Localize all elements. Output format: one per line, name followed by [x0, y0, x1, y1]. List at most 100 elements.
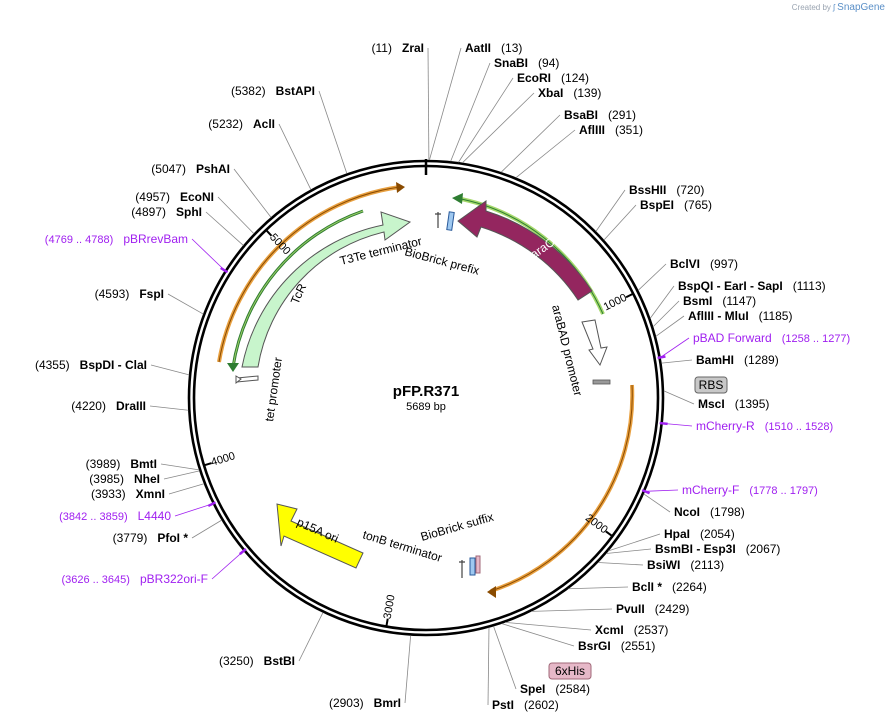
- site-position: (2602): [524, 698, 559, 712]
- site-name: DraIII: [116, 399, 146, 413]
- site-label: (3989) BmtI: [86, 457, 157, 471]
- his-mark: [475, 555, 481, 574]
- site-leader-line: [505, 622, 592, 631]
- snapgene-logo-icon: ʃ: [833, 3, 835, 12]
- site-leader-line: [501, 623, 575, 647]
- primer-label: mCherry-R (1510 .. 1528): [696, 419, 833, 433]
- site-name: BsaBI: [564, 108, 598, 122]
- site-name: XcmI: [595, 623, 624, 637]
- site-position: (291): [608, 108, 636, 122]
- site-leader-line: [663, 390, 695, 405]
- primer-mark: [238, 548, 247, 556]
- rbs-bar: [592, 379, 611, 385]
- primer-name: mCherry-F: [682, 483, 739, 497]
- site-leader-line: [429, 47, 462, 161]
- site-label: BsaBI (291): [564, 108, 636, 122]
- tonb-terminator-mark: [459, 560, 465, 578]
- site-position: (997): [710, 257, 738, 271]
- site-leader-line: [652, 300, 680, 328]
- site-position: (13): [501, 41, 522, 55]
- site-position: (4593): [95, 287, 130, 301]
- site-position: (1185): [759, 309, 793, 323]
- primer-label: mCherry-F (1778 .. 1797): [682, 483, 818, 497]
- his-badge-text: 6xHis: [555, 664, 585, 678]
- site-label: BsmBI - Esp3I (2067): [655, 542, 780, 556]
- site-label: BamHI (1289): [696, 353, 779, 367]
- site-position: (2584): [555, 682, 590, 696]
- site-leader-line: [168, 483, 205, 495]
- primer-name: L4440: [138, 509, 172, 523]
- tick-mark: [605, 530, 613, 537]
- site-position: (4957): [135, 190, 170, 204]
- site-position: (1395): [735, 397, 770, 411]
- site-label: (3250) BstBI: [219, 654, 295, 668]
- t3te-terminator-mark: [435, 212, 441, 228]
- site-leader-line: [500, 114, 561, 173]
- tet-green-arrowhead: [227, 363, 239, 372]
- site-position: (1147): [722, 294, 756, 308]
- rbs-badge-box: [694, 376, 728, 394]
- site-position: (3250): [219, 654, 254, 668]
- site-position: (1113): [793, 279, 826, 293]
- his-badge-box: [548, 662, 592, 680]
- site-position: (5047): [151, 162, 186, 176]
- site-leader-line: [150, 364, 190, 376]
- plasmid-length: 5689 bp: [406, 401, 446, 413]
- mcherry-outline-orange: [490, 384, 635, 593]
- site-leader-line: [163, 470, 200, 480]
- site-leader-line: [149, 405, 189, 411]
- site-position: (2429): [655, 602, 690, 616]
- site-leader-line: [278, 123, 312, 190]
- tet-promoter-label: tet promoter: [262, 356, 285, 422]
- tcr-arrow: [241, 211, 412, 368]
- site-name: BsmBI - Esp3I: [655, 542, 736, 556]
- primer-label: (4769 .. 4788) pBRrevBam: [45, 232, 188, 246]
- site-label: (11) ZraI: [372, 41, 424, 55]
- site-label: (3933) XmnI: [91, 487, 165, 501]
- site-leader-line: [643, 493, 671, 513]
- arac-outline-arrowhead: [452, 193, 463, 204]
- site-label: (4957) EcoNI: [135, 190, 214, 204]
- credit-prefix: Created by: [791, 3, 831, 12]
- site-leader-line: [233, 168, 272, 218]
- tick-label: 3000: [382, 594, 398, 620]
- tcr-outline-orange-inner: [218, 186, 401, 363]
- site-label: (4593) FspI: [95, 287, 164, 301]
- tick-label: 4000: [210, 450, 237, 469]
- tick-label: 2000: [583, 512, 610, 536]
- site-position: (5232): [208, 117, 243, 131]
- site-name: PstI: [492, 698, 514, 712]
- primer-position: (3626 .. 3645): [61, 574, 130, 586]
- site-name: AflIII - MluI: [688, 309, 749, 323]
- primer-position: (4769 .. 4788): [45, 234, 114, 246]
- site-position: (5382): [231, 84, 266, 98]
- site-label: SnaBI (94): [494, 56, 559, 70]
- primer-position: (1258 .. 1277): [782, 333, 851, 345]
- site-leader-line: [191, 519, 222, 539]
- tet-promoter-arrowhead: [235, 375, 242, 385]
- site-leader-line: [493, 626, 517, 690]
- biobrick-prefix-mark: [446, 211, 455, 231]
- rbs-badge: RBS: [694, 376, 728, 394]
- site-position: (2113): [690, 558, 724, 572]
- site-label: AflIII - MluI (1185): [688, 309, 792, 323]
- tick-mark: [625, 293, 633, 299]
- site-name: EcoRI: [517, 71, 551, 85]
- site-leader-line: [404, 635, 412, 704]
- credit-brand: SnapGene: [837, 2, 885, 13]
- site-name: BmrI: [374, 696, 401, 710]
- site-position: (4355): [35, 358, 70, 372]
- primer-label: (3626 .. 3645) pBR322ori-F: [61, 572, 208, 586]
- site-leader-line: [487, 627, 490, 706]
- primer-label: (3842 .. 3859) L4440: [59, 509, 171, 523]
- site-label: AatII (13): [465, 41, 522, 55]
- p15a-arrow: [276, 503, 364, 569]
- tick-mark: [385, 618, 389, 626]
- site-position: (2551): [621, 639, 656, 653]
- site-position: (2903): [329, 696, 364, 710]
- site-name: HpaI: [664, 527, 690, 541]
- site-leader-line: [458, 77, 514, 163]
- site-leader-line: [515, 129, 576, 178]
- site-leader-line: [217, 196, 255, 234]
- primer-mark: [641, 488, 651, 495]
